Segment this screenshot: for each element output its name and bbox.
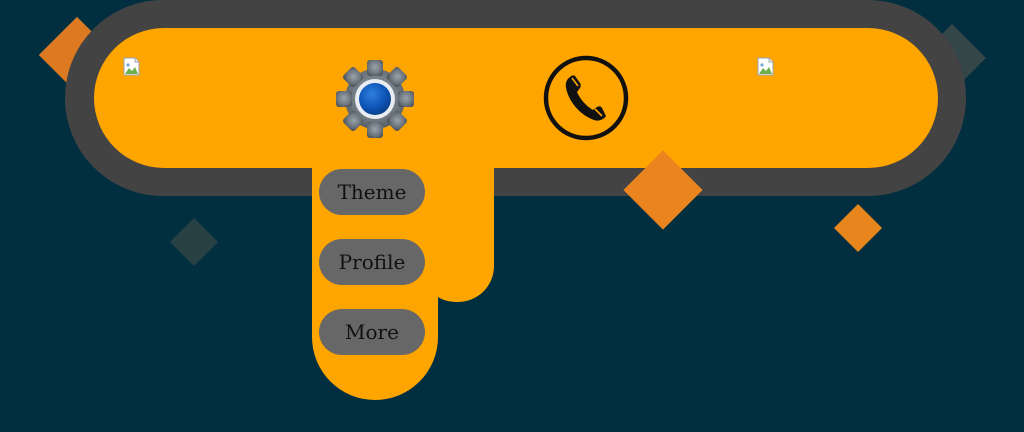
menu-item-theme[interactable]: Theme: [319, 169, 425, 215]
menu-item-more[interactable]: More: [319, 309, 425, 355]
decorative-diamond: [833, 203, 883, 253]
phone-icon[interactable]: [543, 55, 629, 141]
menu-item-profile[interactable]: Profile: [319, 239, 425, 285]
broken-image-icon[interactable]: [756, 57, 778, 77]
gear-icon[interactable]: [332, 56, 418, 142]
decorative-diamond: [169, 217, 219, 267]
nav-bar: [94, 28, 938, 168]
broken-image-icon[interactable]: [122, 57, 144, 77]
